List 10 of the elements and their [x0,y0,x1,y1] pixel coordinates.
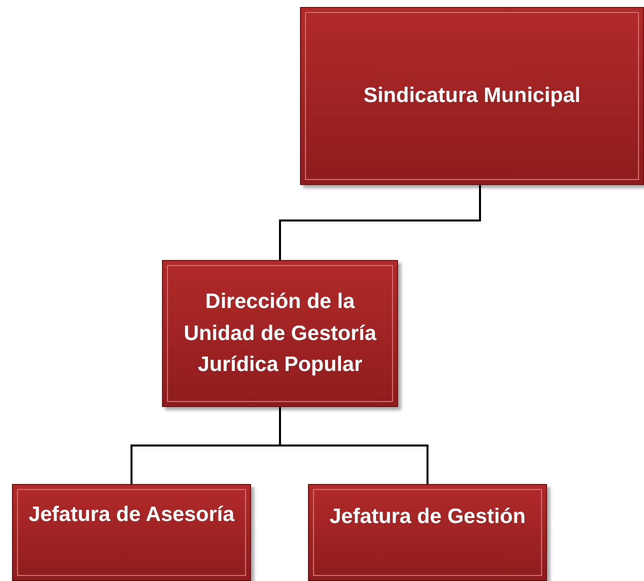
connector-line [279,185,481,260]
org-box [308,484,547,581]
box-title: Dirección de la Unidad de Gestoría Jurídica Popular [182,289,378,378]
box-title: Jefatura de Asesoría [28,502,236,528]
org-box [12,484,251,581]
box-title: Sindicatura Municipal [362,83,582,110]
box-title: Jefatura de Gestión [328,504,527,530]
org-box [300,7,644,185]
org-box [162,260,398,407]
connector-line [279,407,428,484]
